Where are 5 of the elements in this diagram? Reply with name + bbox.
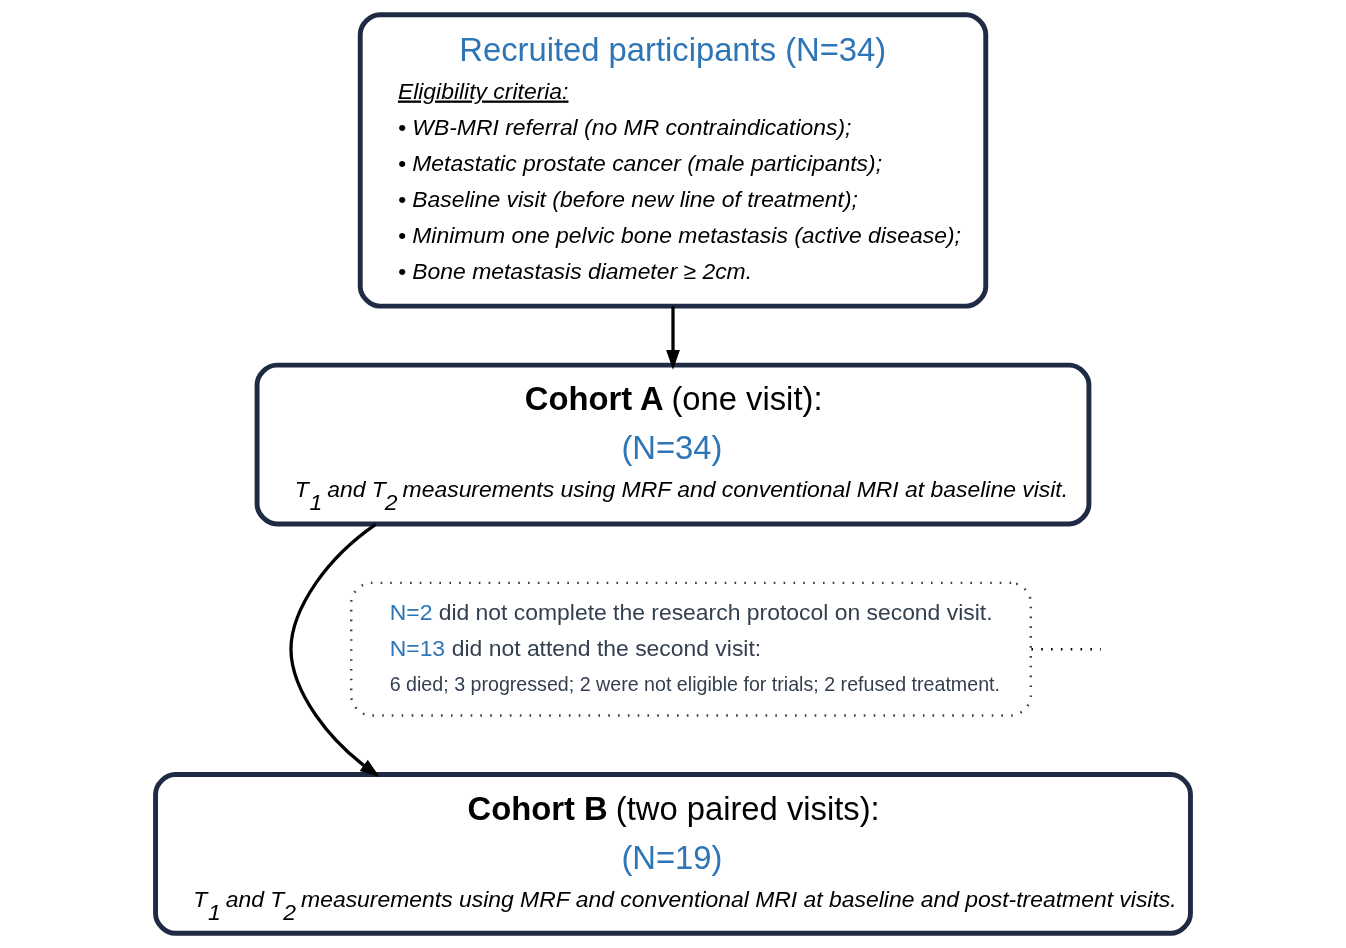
arrow xyxy=(666,306,680,370)
node-box: N=2 did not complete the research protocol on second visit. N=13 did not attend the second visit: 6 died; 3 progressed; 2 were not eligible for trials; 2 refused treatment. xyxy=(350,581,1032,717)
node-box: Recruited participants (N=34) Eligibility criteria: • WB-MRI referral (no MR contraindications); • Metastatic prostate cancer (male participants); • Baseline visit (before new line of treatment); • Minimum one pelvic bone metastasis (active disease); • Bone metastasis diameter ≥ 2cm. xyxy=(357,12,989,309)
connector xyxy=(1031,648,1101,651)
arrow xyxy=(289,523,380,777)
